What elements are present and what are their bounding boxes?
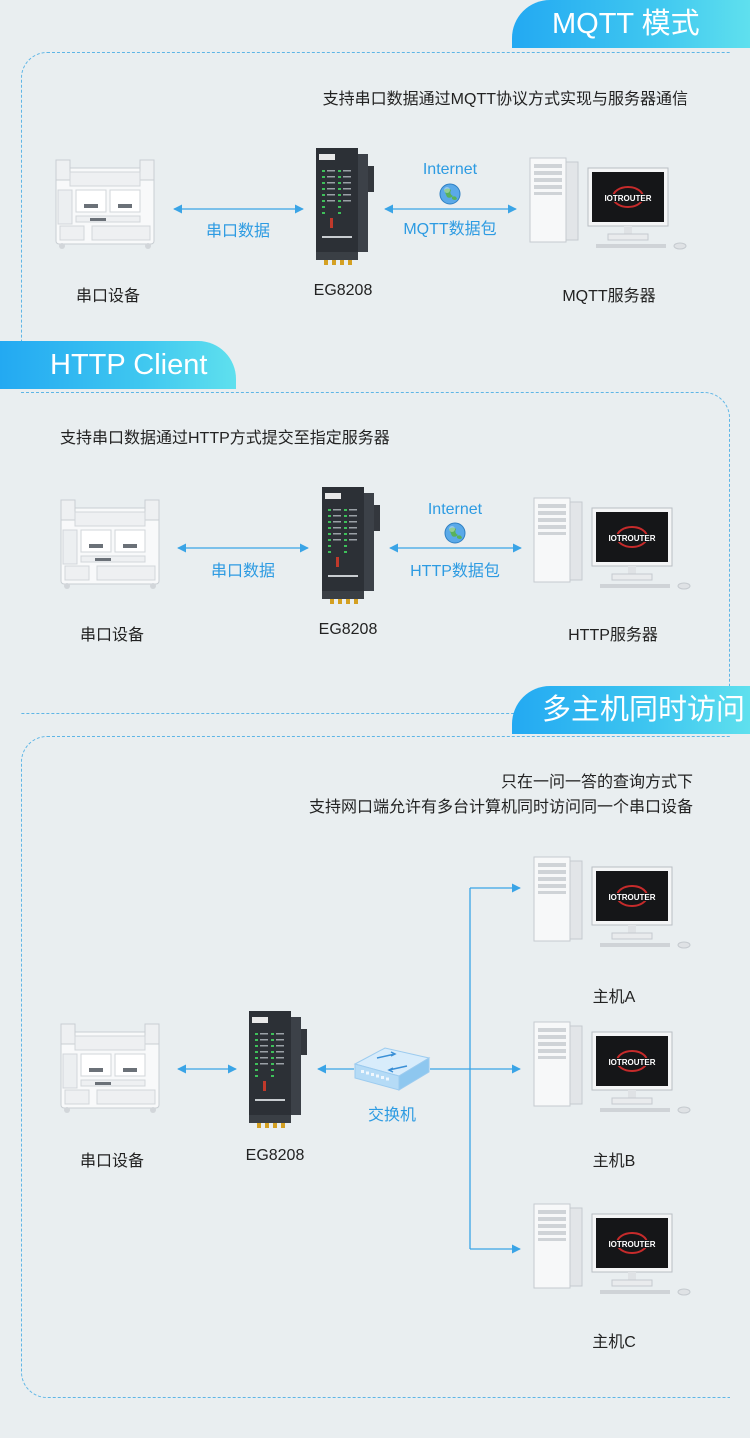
mqtt-server-label: MQTT服务器 [562,288,656,305]
host-a-label: 主机A [592,989,636,1006]
host-b-label: 主机B [592,1153,636,1170]
mqtt-internet-label: Internet [422,161,478,178]
multi-switch-label: 交换机 [367,1107,416,1124]
http-section-frame [21,392,730,714]
http-server-label: HTTP服务器 [568,627,658,644]
multi-section-frame [21,736,730,1398]
http-link-label: 串口数据 [210,563,275,580]
http-internet-label: Internet [427,501,483,518]
mqtt-link-label: 串口数据 [205,223,270,240]
mqtt-packet-label: MQTT数据包 [403,221,497,238]
http-packet-label: HTTP数据包 [410,563,500,580]
http-device-label: 串口设备 [79,627,144,644]
multi-device-label: 串口设备 [79,1153,144,1170]
multi-description-line1: 只在一问一答的查询方式下 [500,774,693,791]
host-c-label: 主机C [592,1334,636,1351]
mqtt-description: 支持串口数据通过MQTT协议方式实现与服务器通信 [322,91,688,108]
http-description: 支持串口数据通过HTTP方式提交至指定服务器 [60,430,390,447]
http-gateway-label: EG8208 [318,621,378,638]
multi-description-line2: 支持网口端允许有多台计算机同时访问同一个串口设备 [308,799,693,816]
http-section-title: HTTP Client [0,341,236,389]
multi-section-title: 多主机同时访问 [512,686,750,734]
mqtt-section-title: MQTT 模式 [512,0,750,48]
mqtt-section-frame [21,52,730,384]
mqtt-device-label: 串口设备 [75,288,140,305]
mqtt-gateway-label: EG8208 [313,282,373,299]
multi-gateway-label: EG8208 [245,1147,305,1164]
